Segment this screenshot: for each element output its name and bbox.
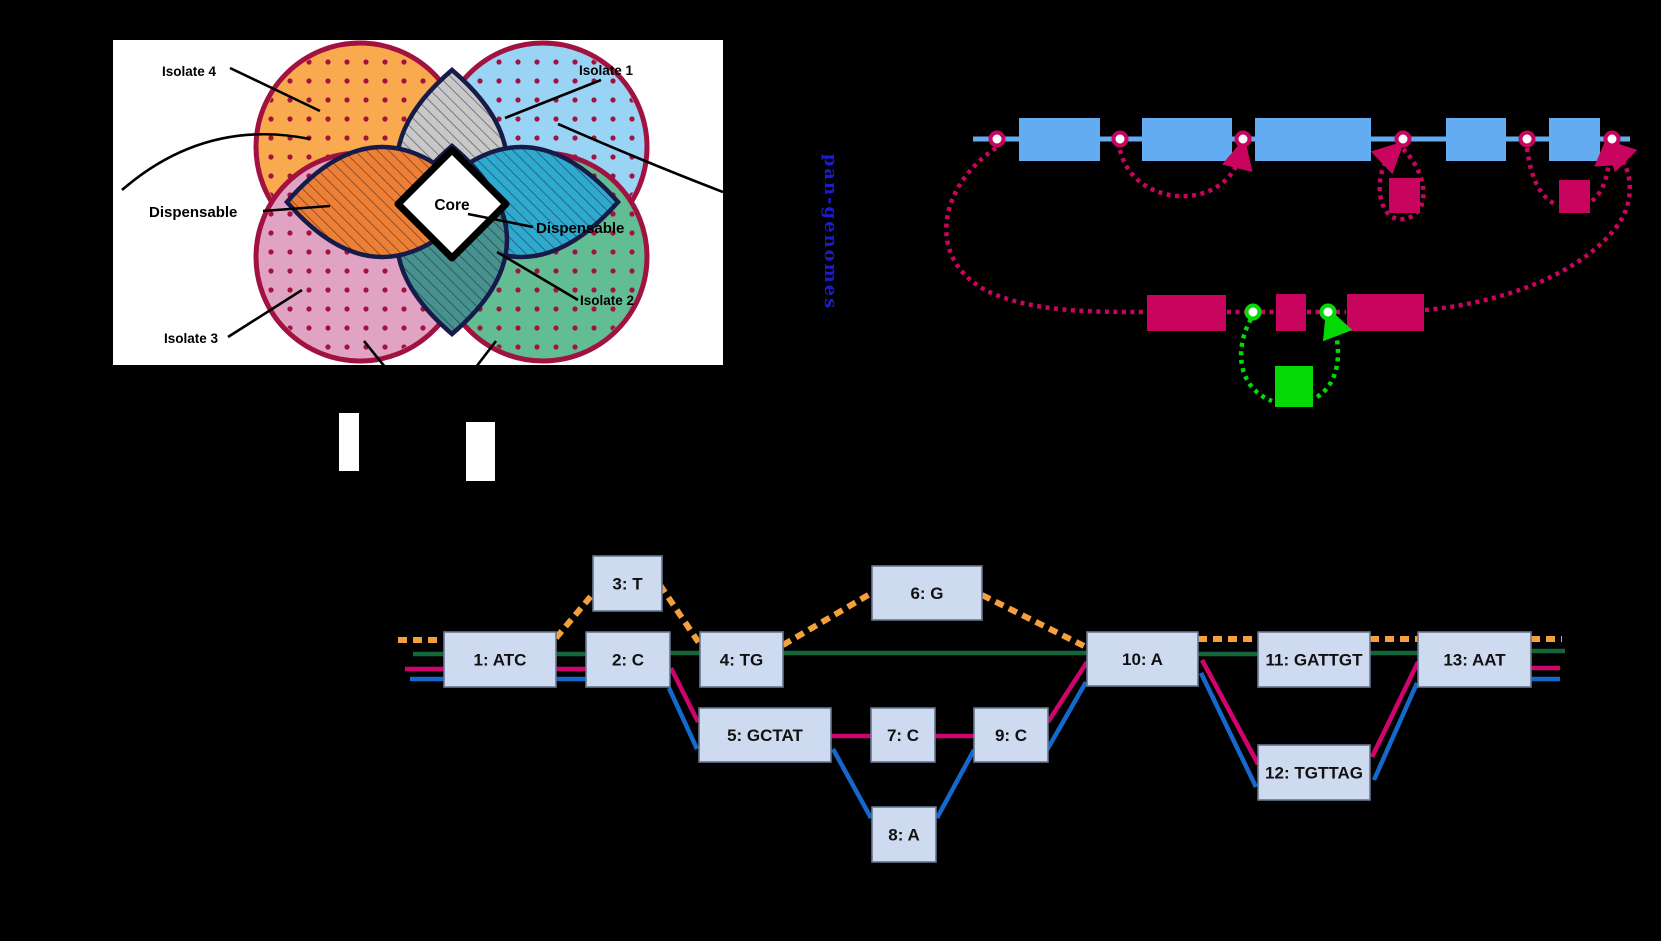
genome-blue-edge bbox=[831, 747, 873, 820]
junction-node-green bbox=[1319, 303, 1337, 321]
venn-diagram: Isolate 4 Isolate 1 Dispensable Dispensa… bbox=[121, 40, 723, 365]
seq-node-box bbox=[699, 631, 784, 688]
genome-orange-edge bbox=[553, 587, 600, 640]
seq-node-label: 5: GCTAT bbox=[727, 726, 803, 745]
variant-block bbox=[1347, 294, 1424, 331]
genome-diagram-layer bbox=[944, 118, 1638, 407]
recombination-arc bbox=[944, 146, 1147, 315]
leader-bottom-left bbox=[362, 340, 386, 365]
seq-node-label: 2: C bbox=[612, 651, 644, 670]
leader-curve-left bbox=[121, 133, 311, 191]
leader-isolate1 bbox=[504, 78, 602, 120]
genome-blue-edge bbox=[1198, 672, 1259, 788]
leader-bottom-right bbox=[475, 340, 498, 365]
genome-crimson-edge bbox=[1046, 660, 1089, 724]
genome-orange-edge bbox=[781, 591, 872, 648]
genome-blue-edge bbox=[1371, 682, 1420, 781]
white-bar bbox=[339, 413, 359, 471]
junction-node bbox=[1518, 130, 1536, 148]
recombination-arc bbox=[1238, 317, 1273, 404]
genome-blue-edge bbox=[666, 687, 700, 750]
core-label: Core bbox=[434, 197, 470, 214]
junction-node bbox=[988, 130, 1006, 148]
junction-node bbox=[1234, 130, 1252, 148]
junction-node bbox=[1111, 130, 1129, 148]
core-diamond bbox=[394, 146, 510, 262]
isolate4-label: Isolate 4 bbox=[162, 64, 217, 79]
gene-block bbox=[1142, 118, 1232, 161]
seq-node-box bbox=[1257, 631, 1371, 688]
venn-panel: Isolate 4 Isolate 1 Dispensable Dispensa… bbox=[113, 40, 723, 365]
variant-block bbox=[1147, 295, 1226, 331]
dispensable-left-label: Dispensable bbox=[149, 204, 237, 221]
gene-block bbox=[1549, 118, 1600, 161]
seq-node-box bbox=[698, 707, 832, 763]
gene-block bbox=[1446, 118, 1506, 161]
seq-node-box bbox=[1257, 744, 1371, 801]
genome-blue-edge bbox=[1045, 680, 1088, 752]
gene-block bbox=[1019, 118, 1100, 161]
recombination-arc bbox=[1370, 141, 1426, 222]
seq-node-box bbox=[1417, 631, 1532, 688]
genome-orange-edge bbox=[657, 583, 702, 645]
seq-node-box bbox=[871, 565, 983, 621]
seq-node-label: 1: ATC bbox=[474, 651, 527, 670]
isolate1-label: Isolate 1 bbox=[579, 63, 634, 78]
seq-node-label: 12: TGTTAG bbox=[1265, 764, 1363, 783]
seq-node-label: 10: A bbox=[1122, 650, 1163, 669]
leader-isolate3 bbox=[227, 288, 303, 339]
gene-block bbox=[1255, 118, 1371, 161]
seq-node-box bbox=[585, 631, 671, 688]
seq-node-label: 3: T bbox=[612, 575, 643, 594]
genome-blue-edge bbox=[935, 748, 976, 820]
seq-node-label: 9: C bbox=[995, 726, 1027, 745]
leader-dispensable-left bbox=[262, 204, 331, 213]
seq-node-label: 11: GATTGT bbox=[1266, 651, 1364, 670]
seq-node-label: 13: AAT bbox=[1443, 651, 1506, 670]
recombination-arc bbox=[1524, 147, 1559, 208]
seq-node-label: 8: A bbox=[888, 826, 920, 845]
venn-leader-lines bbox=[121, 66, 723, 365]
recombination-arc bbox=[1424, 138, 1638, 313]
green-insertion-block bbox=[1275, 366, 1313, 407]
genome-orange-edge bbox=[980, 592, 1088, 650]
seq-node-box bbox=[1086, 631, 1199, 687]
junction-node bbox=[1394, 130, 1412, 148]
seq-node-box bbox=[592, 555, 663, 612]
genome-crimson-edge bbox=[668, 666, 701, 724]
leader-dispensable-right bbox=[467, 212, 534, 229]
leader-curve-right bbox=[557, 122, 723, 194]
isolate2-label: Isolate 2 bbox=[580, 293, 634, 308]
isolate3-label: Isolate 3 bbox=[164, 331, 219, 346]
variant-block bbox=[1559, 180, 1590, 213]
seq-node-box bbox=[870, 707, 936, 763]
white-bar bbox=[466, 422, 495, 481]
genome-crimson-edge bbox=[1200, 658, 1260, 766]
seq-node-label: 6: G bbox=[910, 584, 943, 603]
junction-node bbox=[1603, 130, 1621, 148]
seq-node-box bbox=[443, 631, 557, 688]
seq-node-label: 4: TG bbox=[720, 651, 763, 670]
white-bars-layer bbox=[339, 413, 495, 481]
leader-isolate2 bbox=[496, 250, 579, 302]
recombination-arc bbox=[1590, 134, 1626, 203]
seq-node-box bbox=[973, 707, 1049, 763]
leader-isolate4 bbox=[229, 66, 321, 113]
recombination-arc bbox=[1117, 137, 1253, 199]
seq-node-label: 7: C bbox=[887, 726, 919, 745]
genome-crimson-edge bbox=[1369, 661, 1421, 758]
variant-block bbox=[1389, 178, 1420, 213]
sequence-graph-layer: 1: ATC 2: C 3: T 4: TG 5: GCTAT 6: G 7: C 8: A 9… bbox=[398, 555, 1565, 863]
dispensable-right-label: Dispensable bbox=[536, 220, 624, 237]
seq-node-box bbox=[871, 806, 937, 863]
junction-node-green bbox=[1244, 303, 1262, 321]
variant-block bbox=[1276, 294, 1306, 331]
recombination-arc bbox=[1315, 306, 1353, 399]
